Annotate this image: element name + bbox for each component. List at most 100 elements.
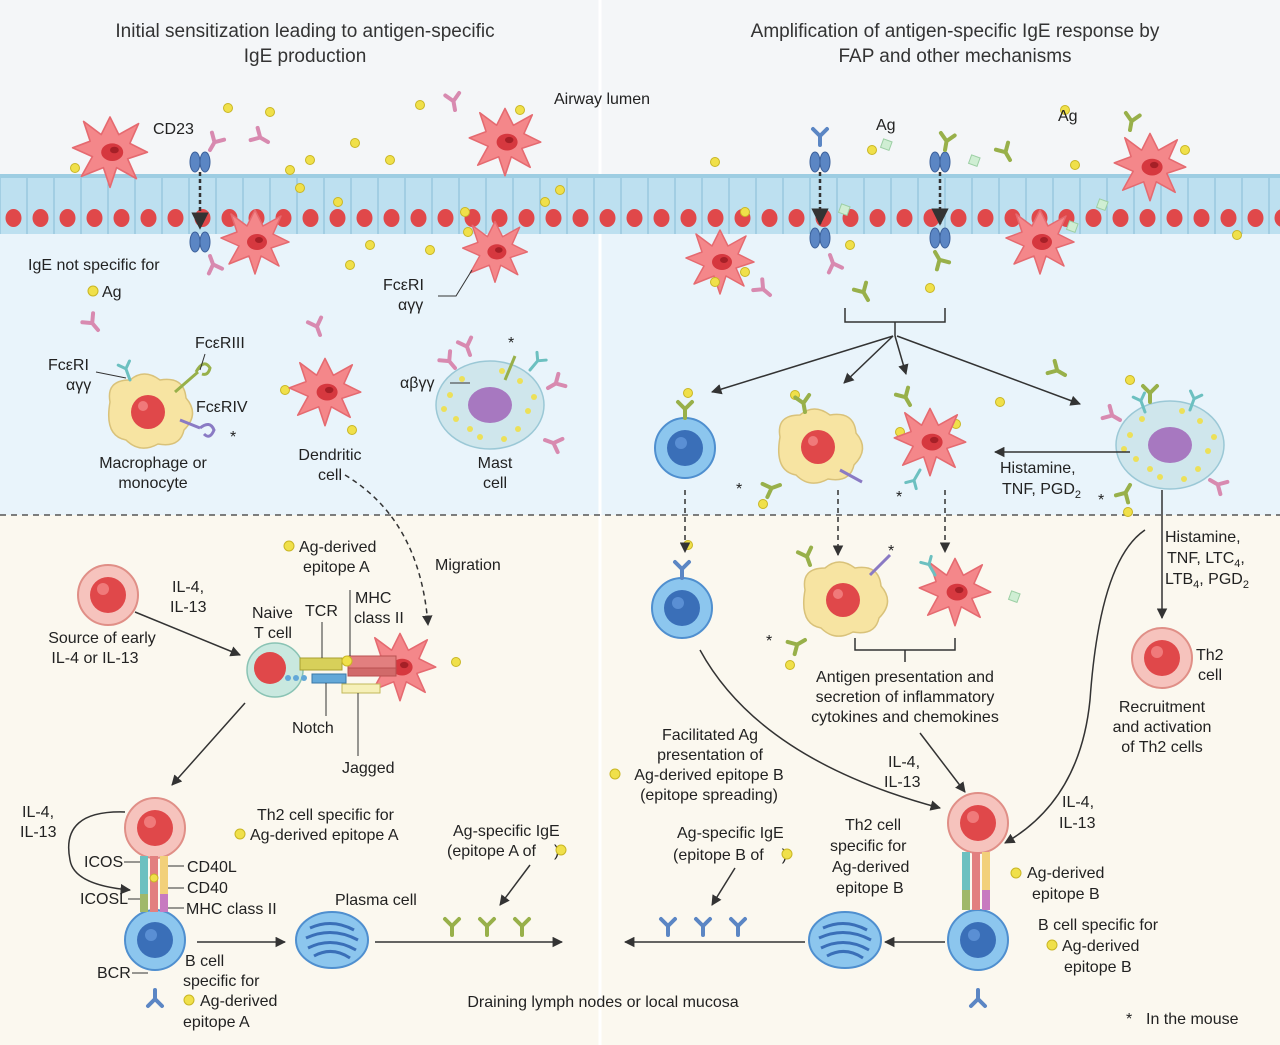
star-5: *	[1098, 492, 1104, 509]
agderived-b-1: Ag-derived	[1027, 865, 1104, 882]
recruit-1: Recruitment	[1119, 699, 1206, 716]
th2-small-1: Th2	[1196, 647, 1224, 664]
mast-label-2: cell	[483, 475, 507, 492]
histamine-a-2: TNF, PGD2	[1002, 481, 1081, 501]
right-title-line1: Amplification of antigen-specific IgE re…	[751, 21, 1160, 42]
bcell-b-3: epitope B	[1064, 959, 1132, 976]
fceri-left-sub: αγγ	[66, 377, 91, 394]
icos-label: ICOS	[84, 854, 123, 871]
notch-label: Notch	[292, 720, 334, 737]
il4-a-1: IL-4,	[172, 579, 204, 596]
agige-a-1: Ag-specific IgE	[453, 823, 560, 840]
plasma-cell-right	[807, 910, 883, 970]
th2-spec-a-2: Ag-derived epitope A	[250, 827, 399, 844]
antigen-particles	[70, 100, 1242, 670]
mhc-long-bar	[150, 856, 158, 912]
naive-label-2: T cell	[254, 625, 292, 642]
macrophage-right	[777, 408, 864, 484]
bcell-b-1: B cell specific for	[1038, 917, 1159, 934]
bcell-a-3: Ag-derived	[200, 993, 277, 1010]
star-2: *	[508, 335, 514, 352]
fceri-left-label: FcεRI	[48, 357, 89, 374]
facilitated-1: Facilitated Ag	[662, 727, 758, 744]
ige-not-specific-label: IgE not specific for	[28, 257, 160, 274]
jagged-bar	[341, 683, 381, 694]
histamine-b-3: LTB4, PGD2	[1165, 571, 1249, 591]
mast-label-1: Mast	[478, 455, 513, 472]
left-title-line1: Initial sensitization leading to antigen…	[115, 21, 494, 42]
star-4: *	[896, 489, 902, 506]
mast-cell-right	[1115, 400, 1225, 490]
soluble-antigens	[837, 138, 1109, 604]
macrophage-label-2: monocyte	[118, 475, 187, 492]
dendritic-label-2: cell	[318, 467, 342, 484]
right-title-line2: FAP and other mechanisms	[838, 46, 1071, 67]
ag-top-label-2: Ag	[1058, 108, 1078, 125]
cd40-label: CD40	[187, 880, 228, 897]
ag-epitope-a-2: epitope A	[303, 559, 370, 576]
th2-cell-right	[947, 792, 1009, 854]
facilitated-4: (epitope spreading)	[640, 787, 778, 804]
naive-label-1: Naive	[252, 605, 293, 622]
star-7: *	[766, 633, 772, 650]
dendritic-label-1: Dendritic	[298, 447, 361, 464]
mhc-label-2: class II	[354, 610, 404, 627]
notch-bar	[311, 673, 347, 684]
mhc-bar	[347, 655, 397, 669]
epithelium-layer	[0, 174, 1280, 234]
il4-a-2: IL-13	[170, 599, 207, 616]
bcell-right	[947, 909, 1009, 971]
distribution-arrows	[710, 335, 1081, 406]
il4-c-2: IL-13	[884, 774, 921, 791]
dashed-arrows-right	[679, 490, 951, 557]
th2-spec-b-4: epitope B	[836, 880, 904, 897]
facilitated-2: presentation of	[657, 747, 763, 764]
mouse-note: In the mouse	[1146, 1011, 1239, 1028]
ag-top-label-1: Ag	[876, 117, 896, 134]
histamine-b-1: Histamine,	[1165, 529, 1241, 546]
th2-small-2: cell	[1198, 667, 1222, 684]
th2-spec-a-1: Th2 cell specific for	[257, 807, 395, 824]
macrophage-label-1: Macrophage or	[99, 455, 207, 472]
il4-b-2: IL-13	[20, 824, 57, 841]
cd23-label: CD23	[153, 121, 194, 138]
fceri-mid-label: FcεRI	[383, 277, 424, 294]
mhc-long-label: MHC class II	[186, 901, 277, 918]
star-3: *	[736, 481, 742, 498]
ag-label-small: Ag	[102, 284, 122, 301]
bcell-a-4: epitope A	[183, 1014, 250, 1031]
antigen-presentation-3: cytokines and chemokines	[811, 709, 999, 726]
star-6: *	[888, 543, 894, 560]
agige-b-1: Ag-specific IgE	[677, 825, 784, 842]
il4-b-1: IL-4,	[22, 804, 54, 821]
source-label-1: Source of early	[48, 630, 156, 647]
icos-bar	[140, 856, 148, 894]
source-label-2: IL-4 or IL-13	[51, 650, 138, 667]
histamine-b-2: TNF, LTC4,	[1167, 550, 1245, 570]
th2-cell-left	[124, 797, 186, 859]
plasma-label: Plasma cell	[335, 892, 417, 909]
cd40l-bar	[160, 856, 168, 894]
airway-lumen-label: Airway lumen	[554, 91, 650, 108]
abgg-label: αβγγ	[400, 375, 434, 392]
jagged-label: Jagged	[342, 760, 395, 777]
fceriv-label: FcεRIV	[196, 399, 248, 416]
icosl-label: ICOSL	[80, 891, 128, 908]
tcr-label: TCR	[305, 603, 338, 620]
fceriii-label: FcεRIII	[195, 335, 245, 352]
right-receptors	[676, 384, 1230, 505]
th2-spec-b-3: Ag-derived	[832, 859, 909, 876]
antigen-presentation-1: Antigen presentation and	[816, 669, 994, 686]
th2-spec-b-2: specific for	[830, 838, 907, 855]
plasma-cell-left	[294, 910, 370, 970]
ag-epitope-a-1: Ag-derived	[299, 539, 376, 556]
macrophage-right-lower	[802, 561, 889, 637]
bcell-right-top	[654, 417, 716, 479]
histamine-a-1: Histamine,	[1000, 460, 1076, 477]
tcr-bar	[299, 657, 343, 671]
mast-cell-receptors-left	[437, 349, 568, 455]
mhc-label-1: MHC	[355, 590, 391, 607]
bcell-left	[124, 909, 186, 971]
